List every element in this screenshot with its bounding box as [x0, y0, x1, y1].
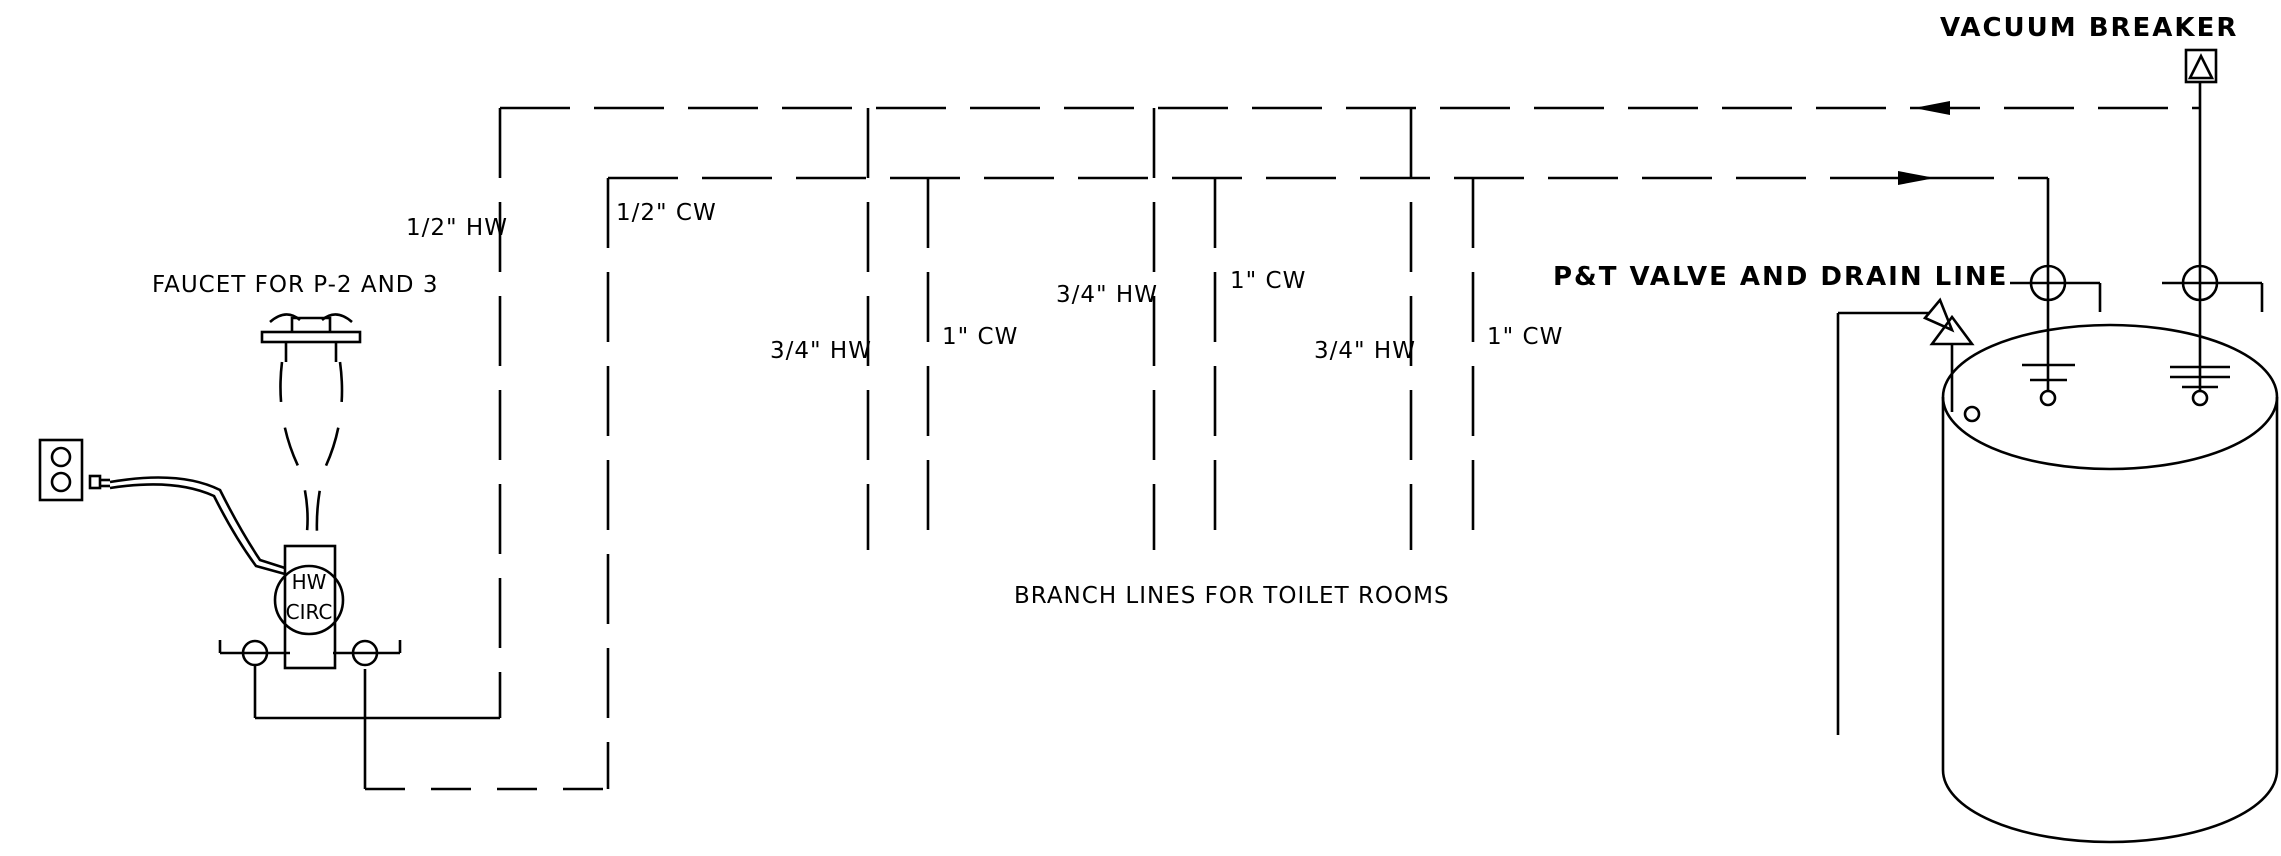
- water-heater-tank: [1941, 323, 2279, 844]
- vacuum-breaker-label: VACUUM BREAKER: [1940, 13, 2238, 43]
- cold-water-main: [363, 171, 2048, 791]
- faucet-label: FAUCET FOR P-2 AND 3: [152, 272, 438, 298]
- pump-label-hw: HW: [292, 570, 327, 594]
- faucet: [260, 313, 362, 547]
- cw-branch-1-label: 1" CW: [942, 324, 1018, 350]
- cw-branch-3-label: 1" CW: [1487, 324, 1563, 350]
- branch-lines-label: BRANCH LINES FOR TOILET ROOMS: [1014, 583, 1450, 609]
- cw-flow-arrow: [1898, 171, 1935, 185]
- hw-circ-pump: [273, 544, 345, 670]
- cold-inlet: [2010, 178, 2102, 407]
- branch-lines: [866, 108, 1475, 550]
- hw-branch-2-label: 3/4" HW: [1056, 282, 1158, 308]
- pt-valve-label: P&T VALVE AND DRAIN LINE: [1553, 262, 2008, 292]
- electrical-outlet: [38, 438, 286, 576]
- hw-flow-arrow: [1914, 101, 1950, 115]
- pump-label-circ: CIRC: [286, 600, 333, 624]
- hw-branch-3-label: 3/4" HW: [1314, 338, 1416, 364]
- hot-water-main: [384, 101, 2200, 720]
- cw-main-label: 1/2" CW: [616, 200, 717, 226]
- pump-valves: [218, 639, 402, 720]
- cw-branch-2-label: 1" CW: [1230, 268, 1306, 294]
- vacuum-breaker: [2184, 48, 2218, 84]
- hw-branch-1-label: 3/4" HW: [770, 338, 872, 364]
- hot-outlet: [2162, 82, 2264, 407]
- hw-main-label: 1/2" HW: [406, 215, 508, 241]
- pt-valve-drain: [1836, 297, 1981, 735]
